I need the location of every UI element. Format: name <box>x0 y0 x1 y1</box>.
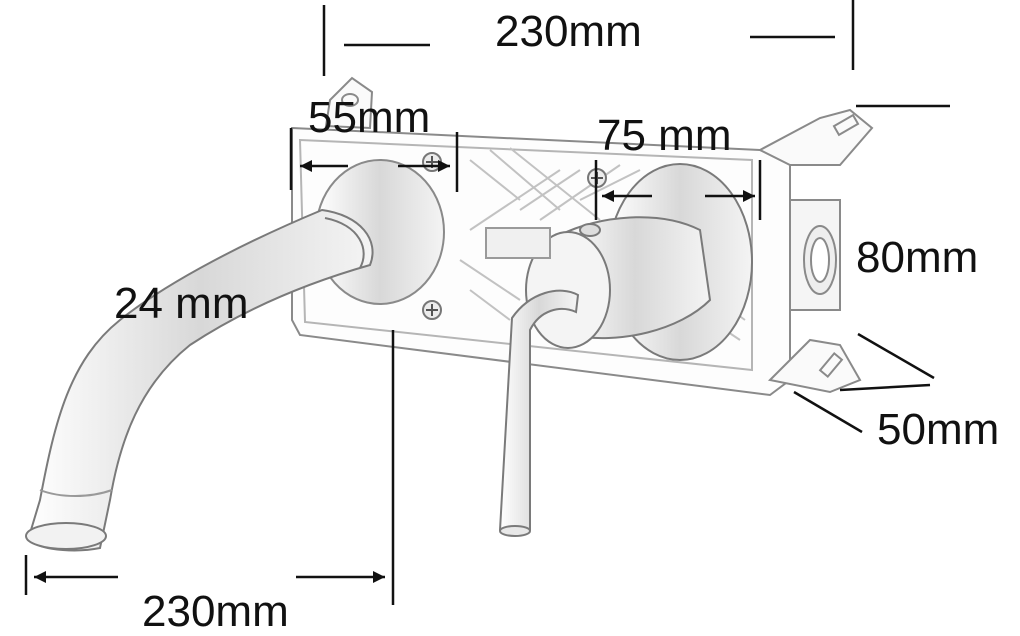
dim-handle-diameter-label: 75 mm <box>597 111 732 160</box>
dim-spout-diameter-label: 24 mm <box>114 279 249 328</box>
dimension-arrowheads <box>34 160 755 583</box>
spout <box>25 208 374 552</box>
dim-box-height-label: 80mm <box>856 233 979 282</box>
dimension-lines <box>24 0 950 605</box>
dim-top-width-label: 230mm <box>495 7 642 56</box>
dim-flange-diameter-label: 55mm <box>308 93 431 142</box>
dim-box-depth-label: 50mm <box>877 405 1000 454</box>
handle-assembly <box>485 163 753 537</box>
dim-spout-length-label: 230mm <box>142 587 289 636</box>
